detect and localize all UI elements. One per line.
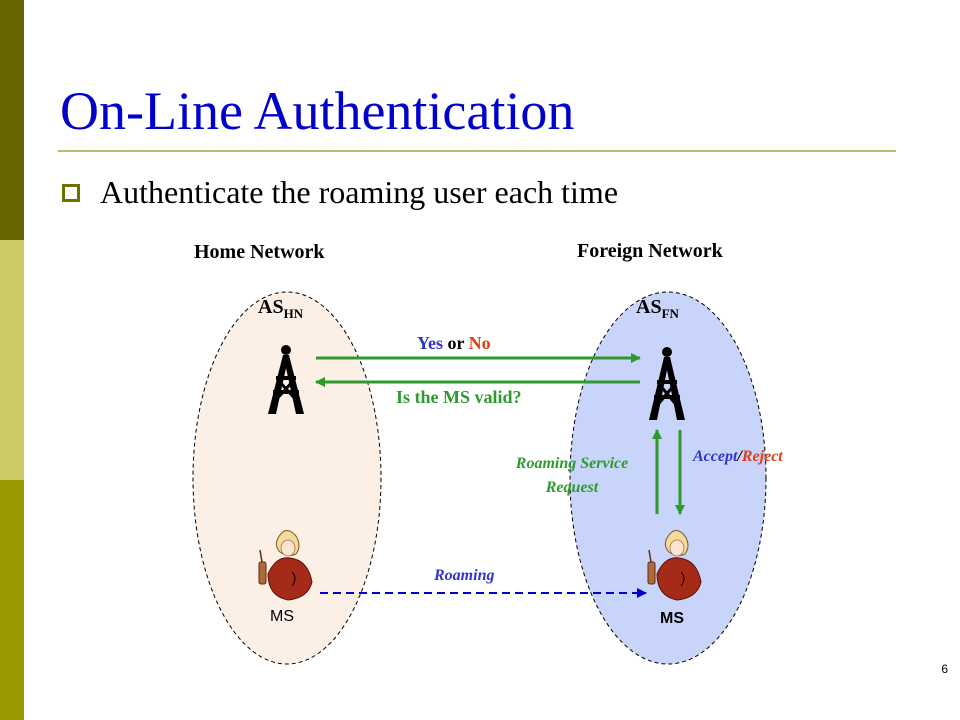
- roaming-service-request-label: Roaming Service Request: [515, 455, 629, 496]
- slide-title: On-Line Authentication: [60, 81, 575, 141]
- validity-query-label: Is the MS valid?: [396, 387, 522, 407]
- roaming-label: Roaming: [434, 567, 495, 584]
- accept-reject-label: Accept/Reject: [693, 448, 783, 465]
- foreign-antenna-tower-icon: [649, 347, 685, 420]
- bullet-text: Authenticate the roaming user each time: [100, 173, 619, 210]
- home-mobile-user-avatar: [258, 530, 313, 601]
- home-ms-label: MS: [270, 608, 294, 625]
- decor-bar-top: [0, 0, 24, 240]
- foreign-ms-label: MS: [660, 610, 684, 627]
- yes-or-no-label: Yes or No: [417, 333, 491, 353]
- foreign-network-ellipse: [569, 291, 767, 665]
- home-antenna-tower-icon: [268, 345, 304, 414]
- foreign-auth-server-label: ASFN: [636, 296, 679, 321]
- page-number: 6: [941, 662, 948, 676]
- home-auth-server-label: ASHN: [258, 296, 304, 321]
- home-network-ellipse: [192, 291, 382, 665]
- title-divider: [58, 150, 896, 152]
- decor-bar-middle: [0, 240, 24, 480]
- foreign-mobile-user-avatar: [647, 530, 702, 601]
- bullet-item: Authenticate the roaming user each time: [62, 172, 618, 212]
- home-network-label: Home Network: [194, 241, 325, 263]
- decor-bar-bottom: [0, 480, 24, 720]
- square-bullet-icon: [62, 184, 80, 202]
- foreign-network-label: Foreign Network: [577, 240, 723, 262]
